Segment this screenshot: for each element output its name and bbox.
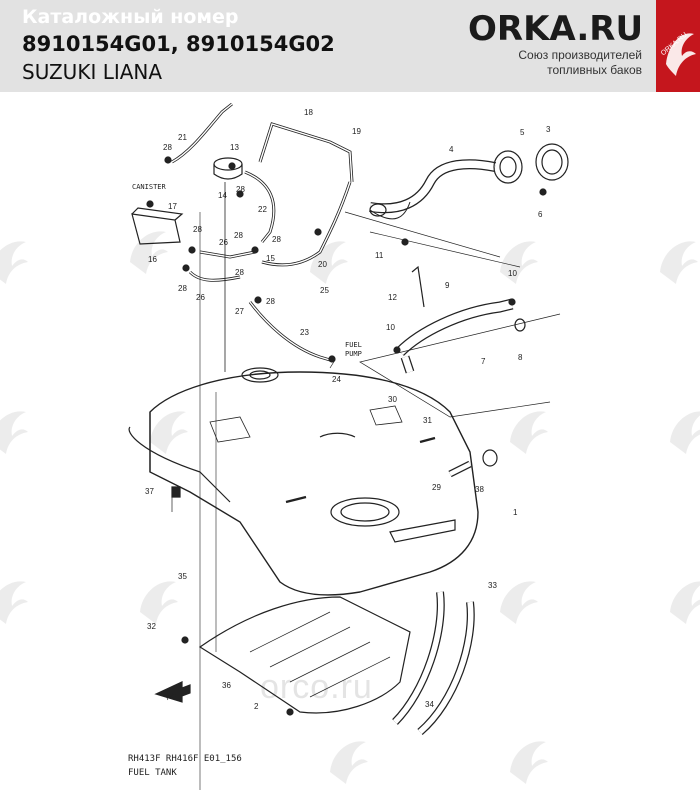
callout-number: 37 — [145, 487, 154, 496]
callout-number: 14 — [218, 191, 227, 200]
callout-number: 32 — [147, 622, 156, 631]
catalog-number-label: Каталожный номер — [22, 6, 239, 28]
brand-badge: ORKA.RU — [656, 0, 700, 92]
callout-number: 11 — [375, 251, 384, 260]
callout-number: 9 — [445, 281, 450, 290]
callout-number: 28 — [235, 268, 244, 277]
callout-number: 26 — [219, 238, 228, 247]
callout-number: 5 — [520, 128, 525, 137]
header-bar: Каталожный номер 8910154G01, 8910154G02 … — [0, 0, 700, 92]
callout-number: 21 — [178, 133, 187, 142]
callout-number: 28 — [163, 143, 172, 152]
diagram-code: RH413F RH416F E01_156 — [128, 754, 242, 764]
callout-number: 33 — [488, 581, 497, 590]
callout-number: 23 — [300, 328, 309, 337]
callout-number: 24 — [332, 375, 341, 384]
fuel-pump-label-line1: FUEL — [345, 341, 362, 349]
callout-number: 2 — [254, 702, 259, 711]
callout-number: 34 — [425, 700, 434, 709]
callout-number: 8 — [518, 353, 523, 362]
callout-number: 28 — [266, 297, 275, 306]
callout-number: 31 — [423, 416, 432, 425]
callout-number: 16 — [148, 255, 157, 264]
callout-number: 28 — [178, 284, 187, 293]
callout-number: 3 — [546, 125, 551, 134]
callout-number: 17 — [168, 202, 177, 211]
callout-number: 35 — [178, 572, 187, 581]
brand-tagline-line2: топливных баков — [547, 63, 642, 77]
callout-number: 12 — [388, 293, 397, 302]
callout-number: 28 — [272, 235, 281, 244]
callout-number: 22 — [258, 205, 267, 214]
callout-number: 28 — [236, 185, 245, 194]
fuel-pump-label-line2: PUMP — [345, 350, 362, 358]
callout-number: 28 — [193, 225, 202, 234]
callout-number: 1 — [513, 508, 518, 517]
callout-number: 38 — [475, 485, 484, 494]
callout-number: 20 — [318, 260, 327, 269]
callout-number: 18 — [304, 108, 313, 117]
canister-label: CANISTER — [132, 183, 167, 191]
callout-number: 25 — [320, 286, 329, 295]
brand-logo[interactable]: ORKA.RU — [468, 9, 644, 49]
watermark-group — [0, 231, 700, 784]
callout-number: 27 — [235, 307, 244, 316]
fuel-tank-exploded-diagram: CANISTER FUEL PUMP FWD 1 5 3 4 6 7 8 9 1… — [0, 102, 700, 790]
vehicle-model: SUZUKI LIANA — [22, 60, 163, 84]
line-art — [128, 102, 569, 790]
callout-number: 10 — [386, 323, 395, 332]
callout-number: 6 — [538, 210, 543, 219]
brand-tagline-line1: Союз производителей — [518, 48, 642, 62]
callout-number: 13 — [230, 143, 239, 152]
callout-number: 10 — [508, 269, 517, 278]
callout-number: 26 — [196, 293, 205, 302]
callout-number: 15 — [266, 254, 275, 263]
watermark-bottom-text: orco.ru — [260, 668, 373, 706]
callout-number: 30 — [388, 395, 397, 404]
callout-number: 4 — [449, 145, 454, 154]
callout-number: 29 — [432, 483, 441, 492]
callout-number: 36 — [222, 681, 231, 690]
part-numbers: 8910154G01, 8910154G02 — [22, 32, 335, 56]
orca-logo-icon: ORKA.RU — [660, 31, 696, 76]
callout-number: 7 — [481, 357, 486, 366]
callout-number: 28 — [234, 231, 243, 240]
callout-number: 19 — [352, 127, 361, 136]
diagram-title: FUEL TANK — [128, 768, 177, 778]
fwd-arrow-label: FWD — [165, 691, 178, 702]
